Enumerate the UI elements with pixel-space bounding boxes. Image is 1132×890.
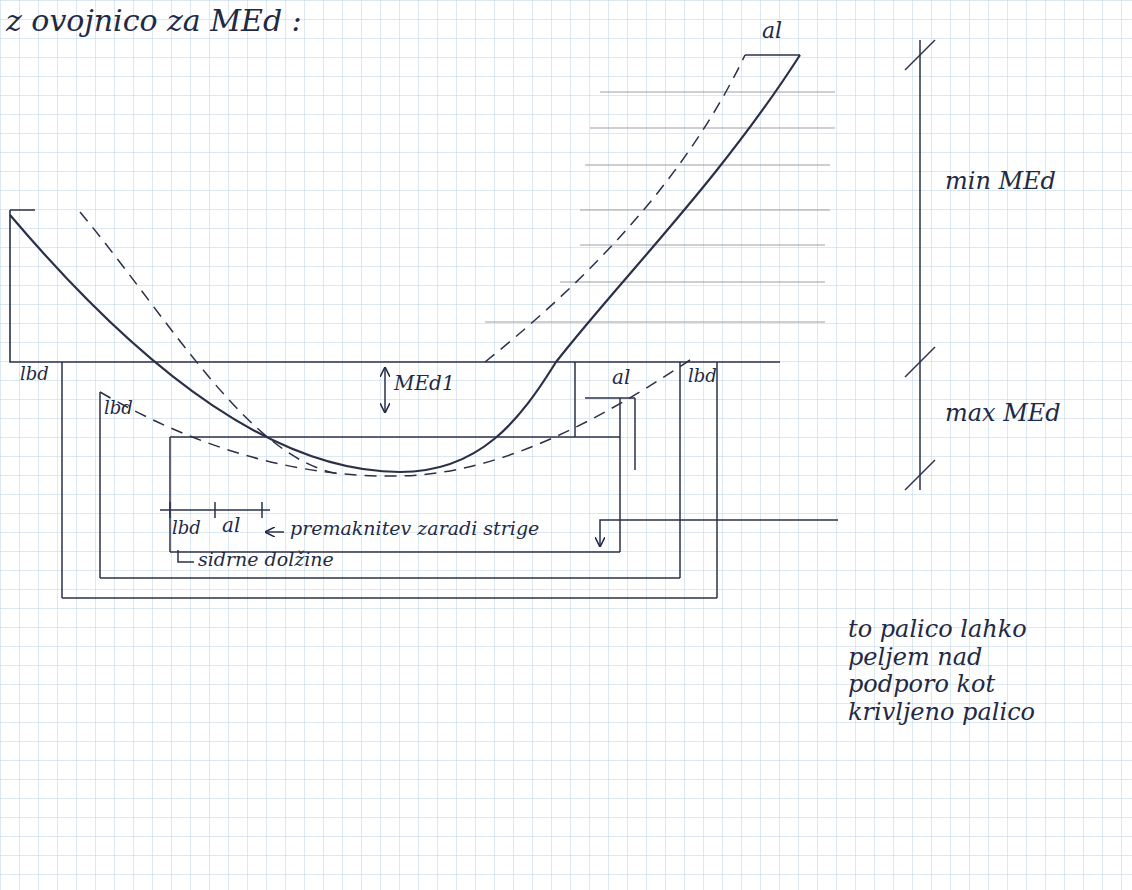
note-text: to palico lahko peljem nad podporo kot k…	[848, 616, 1048, 726]
annotation: premaknitev zaradi strige	[290, 518, 539, 540]
heading: z ovojnico za MEd :	[6, 4, 302, 39]
annotation: al	[762, 18, 782, 43]
annotation: lbd	[172, 518, 201, 539]
annotation: al	[222, 514, 240, 537]
annotation: lbd	[20, 364, 49, 385]
annotation: lbd	[688, 366, 717, 387]
annotation: al	[612, 366, 630, 389]
moment-line	[10, 55, 800, 472]
annotation: sidrne dolžine	[198, 549, 334, 571]
annotation: max MEd	[945, 400, 1061, 428]
annotation: min MEd	[945, 168, 1056, 196]
hatching	[485, 92, 835, 322]
shifted-envelope	[80, 55, 745, 476]
annotation: lbd	[104, 398, 133, 419]
leader-lines	[62, 40, 935, 598]
annotation: MEd1	[394, 372, 455, 395]
